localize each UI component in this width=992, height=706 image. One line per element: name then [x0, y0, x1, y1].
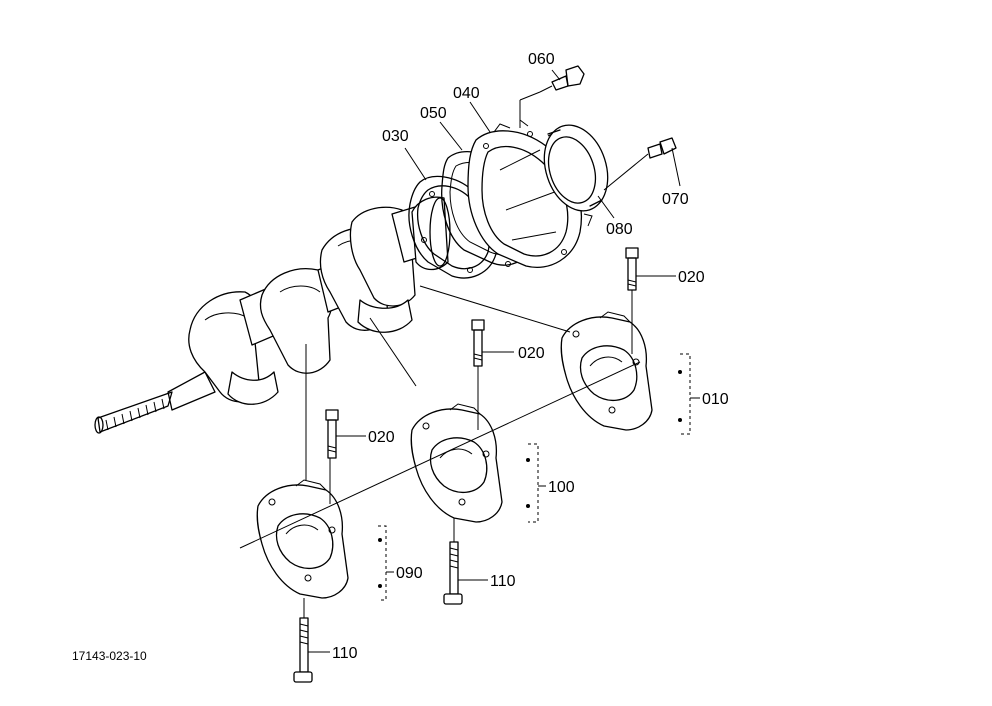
- bracket-100: [526, 443, 546, 523]
- bearing-cap-middle: [410, 403, 503, 523]
- callout-070: 070: [662, 191, 689, 208]
- plug-fitting: [647, 137, 677, 159]
- bolt-bottom-left: [293, 617, 313, 683]
- callout-050: 050: [420, 105, 447, 122]
- bracket-090: [378, 525, 394, 601]
- bolt-bottom-middle: [443, 541, 463, 605]
- oil-seal: [543, 124, 609, 212]
- callout-100: 100: [548, 479, 575, 496]
- bolt-top-right: [625, 247, 639, 291]
- drawing-reference-code: 17143-023-10: [72, 649, 147, 663]
- callout-020-top-left: 020: [368, 429, 395, 446]
- callout-030: 030: [382, 128, 409, 145]
- callout-090: 090: [396, 565, 423, 582]
- sensor-fitting: [539, 65, 585, 93]
- callout-080: 080: [606, 221, 633, 238]
- assembly-lines: [239, 69, 681, 653]
- callout-060: 060: [528, 51, 555, 68]
- bolt-top-left: [325, 409, 339, 459]
- callout-020-top-middle: 020: [518, 345, 545, 362]
- bracket-010: [678, 353, 700, 435]
- callout-020-top-right: 020: [678, 269, 705, 286]
- callout-110-middle: 110: [490, 573, 516, 590]
- bearing-cap-rear: [560, 311, 653, 431]
- callout-110-left: 110: [332, 645, 358, 662]
- bolt-top-middle: [471, 319, 485, 367]
- crankshaft: [94, 196, 451, 434]
- callout-010: 010: [702, 391, 729, 408]
- bearing-cap-front: [256, 479, 349, 599]
- callout-040: 040: [453, 85, 480, 102]
